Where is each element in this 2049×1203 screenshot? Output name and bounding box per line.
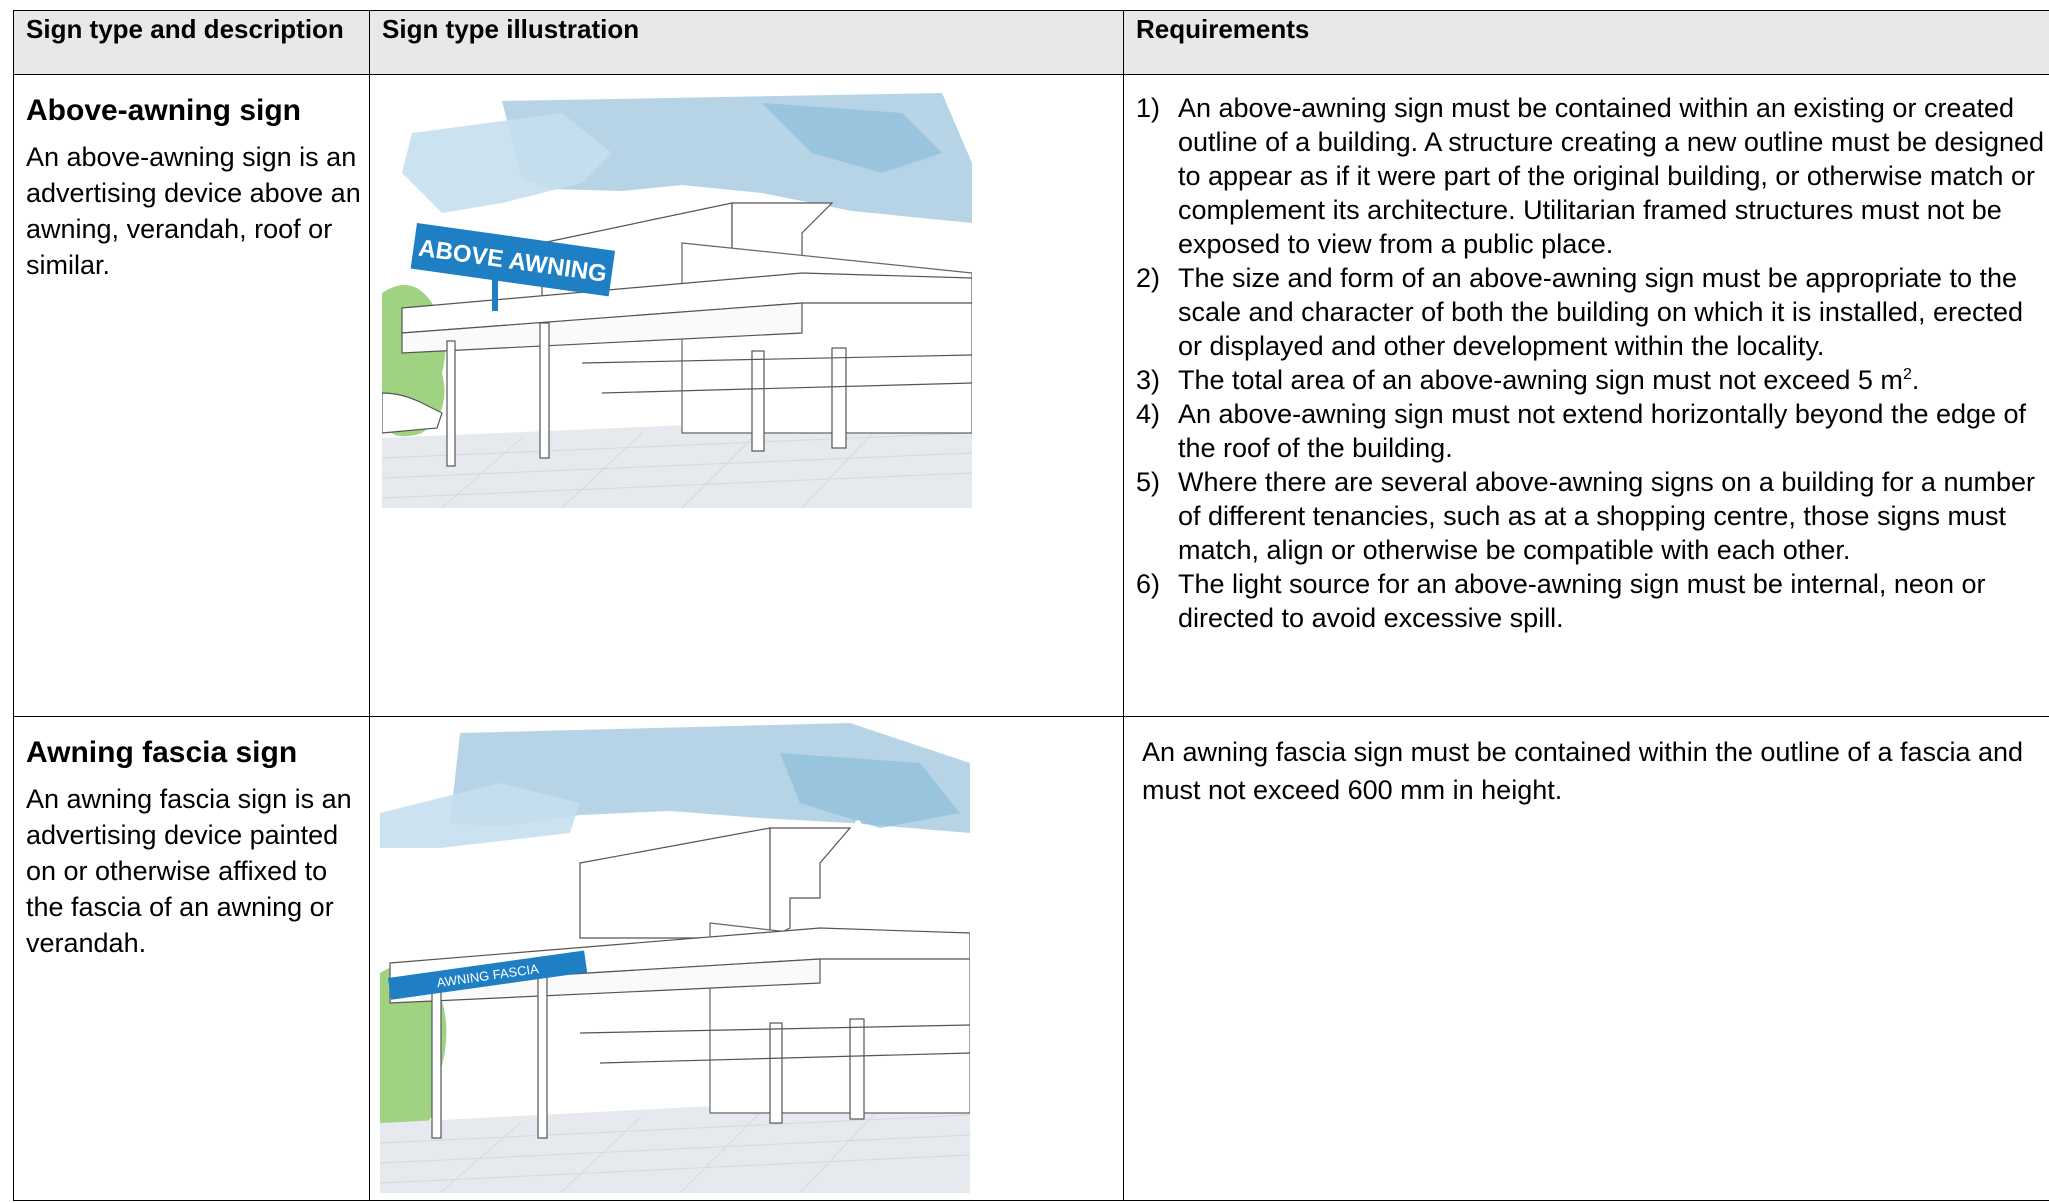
sign-type-title: Awning fascia sign — [26, 736, 298, 769]
sign-type-description: An awning fascia sign is an advertising … — [26, 784, 352, 958]
requirement-text: An awning fascia sign must be contained … — [1142, 737, 2024, 805]
awning-fascia-illustration: AWNING FASCIA — [380, 723, 970, 1193]
sign-type-description: An above-awning sign is an advertising d… — [26, 142, 361, 280]
header-illustration: Sign type illustration — [369, 10, 1124, 75]
cell-illustration: AWNING FASCIA — [369, 716, 1124, 1201]
above-awning-illustration: ABOVE AWNING — [382, 93, 972, 509]
requirement-item: 5)Where there are several above-awning s… — [1136, 467, 2035, 565]
requirement-item: 1)An above-awning sign must be contained… — [1136, 93, 2045, 259]
requirement-item: 4)An above-awning sign must not extend h… — [1136, 399, 2027, 463]
requirement-item: 2)The size and form of an above-awning s… — [1136, 263, 2024, 361]
cell-requirements: 1)An above-awning sign must be contained… — [1123, 74, 2049, 717]
requirement-item: 6)The light source for an above-awning s… — [1136, 569, 1986, 633]
requirements-list: 1)An above-awning sign must be contained… — [1124, 91, 2049, 635]
signage-requirements-table: Sign type and description Sign type illu… — [13, 10, 2049, 1201]
requirement-item: 3)The total area of an above-awning sign… — [1136, 365, 1920, 395]
cell-requirements: An awning fascia sign must be contained … — [1123, 716, 2049, 1201]
row-awning-fascia: Awning fascia sign An awning fascia sign… — [13, 716, 2049, 1201]
cell-sign-type: Awning fascia sign An awning fascia sign… — [13, 716, 370, 1201]
header-requirements: Requirements — [1123, 10, 2049, 75]
cell-sign-type: Above-awning sign An above-awning sign i… — [13, 74, 370, 717]
cell-illustration: ABOVE AWNING — [369, 74, 1124, 717]
header-sign-type: Sign type and description — [13, 10, 370, 75]
row-above-awning: Above-awning sign An above-awning sign i… — [13, 74, 2049, 717]
sign-type-title: Above-awning sign — [26, 94, 302, 127]
header-row: Sign type and description Sign type illu… — [13, 10, 2049, 75]
